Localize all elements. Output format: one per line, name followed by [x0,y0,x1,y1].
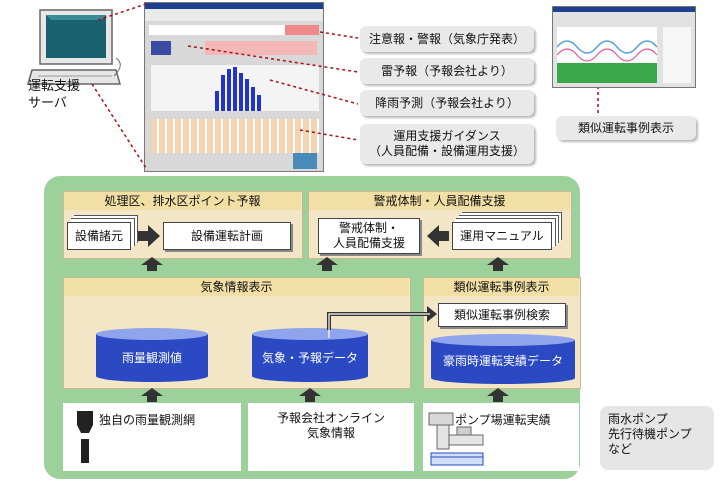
rain-gauge-icon [77,411,93,463]
heavy-rain-ops-db-icon [431,334,575,384]
guidance-screen-screenshot [144,2,324,172]
screen-warning-cells [205,41,317,55]
rain-observation-db-label: 雨量観測値 [121,351,182,365]
screen-toolbar [145,9,323,21]
callout-lightning: 雷予報（予報会社より） [360,58,534,84]
pump-ops-source: ポンプ場運転実績 [423,403,579,471]
arrow-similar-to-alert [487,257,509,271]
similar-case-screenshot [552,6,696,88]
arrow-weather-to-forecast [141,257,163,271]
screen-rain-chart [151,65,319,111]
arrow-pump-ops-up [487,388,509,402]
rain-network-label: 独自の雨量観測網 [99,413,196,427]
operation-manual-box: 運用マニュアル [452,222,552,250]
screen-lightning-icon [151,41,171,55]
screen-header-row [149,25,319,35]
heavy-rain-ops-db-label: 豪雨時運転実績データ [442,354,563,368]
weather-forecast-db-icon [252,328,368,382]
similar-display-title: 類似運転事例表示 [424,278,579,296]
weather-forecast-db-label: 気象・予報データ [261,351,358,365]
screen-red-tab [285,25,319,35]
side-note: 雨水ポンプ 先行待機ポンプ など [600,406,714,470]
similar-screen-side [663,27,691,83]
similar-screen-titlebar [553,7,695,12]
weather-display-title: 気象情報表示 [64,278,409,296]
point-forecast-title: 処理区、排水区ポイント予報 [64,192,301,210]
server-label: 運転支援 サーバ [28,79,81,111]
screen-map-thumb [293,153,317,169]
forecast-online-source: 予報会社オンライン 気象情報 [248,403,414,471]
arrow-weather-to-alert [316,257,338,271]
forecast-online-label: 予報会社オンライン 気象情報 [276,411,385,440]
arrow-specs-to-plan [138,225,160,247]
screen-guidance-table [151,119,319,153]
rain-network-source: 独自の雨量観測網 [63,403,241,471]
arrow-rain-network-up [141,388,163,402]
pump-station-icon [428,412,484,466]
alert-support-title: 警戒体制・人員配備支援 [309,192,570,210]
facility-specs-box: 設備諸元 [67,222,131,250]
case-search-box: 類似運転事例検索 [438,303,566,327]
arrow-manual-to-staffing [427,225,449,247]
alert-staffing-box: 警戒体制・ 人員配備支援 [318,218,420,254]
callout-warnings: 注意報・警報（気象庁発表） [360,26,534,52]
callout-rainfall: 降雨予測（予報会社より） [360,90,534,116]
arrow-forecast-online-up [299,388,321,402]
similar-screen-plot [556,27,658,83]
arrow-db-to-search [327,306,437,330]
callout-guidance: 運用支援ガイダンス （人員配備・設備運用支援） [360,124,534,164]
rain-observation-db-icon [96,328,208,382]
screen-titlebar [145,3,323,9]
facility-plan-box: 設備運転計画 [163,222,291,250]
callout-similar: 類似運転事例表示 [556,116,696,140]
pump-ops-label: ポンプ場運転実績 [455,413,551,427]
